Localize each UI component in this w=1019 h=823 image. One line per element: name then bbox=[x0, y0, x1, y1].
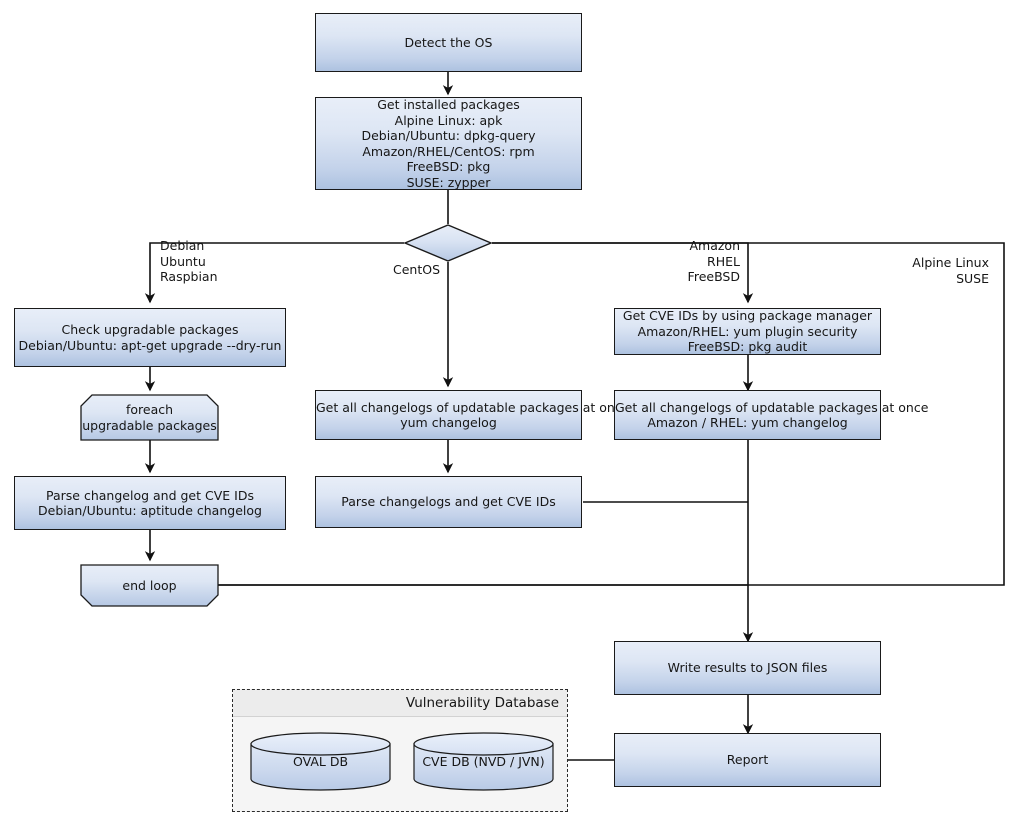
vulnerability-database-title: Vulnerability Database bbox=[405, 695, 559, 711]
cylinder-shape bbox=[250, 732, 391, 791]
text-line: Parse changelog and get CVE IDs bbox=[46, 487, 254, 503]
vulnerability-database-group: Vulnerability Database O bbox=[232, 689, 568, 812]
text-line: Get all changelogs of updatable packages… bbox=[316, 399, 630, 415]
text-line: Amazon bbox=[689, 238, 740, 253]
node-get-installed-packages[interactable]: Get installed packages Alpine Linux: apk… bbox=[315, 97, 582, 190]
text-line: Amazon/RHEL/CentOS: rpm bbox=[362, 143, 535, 159]
text-line: Amazon / RHEL: yum changelog bbox=[647, 415, 848, 430]
text-line: FreeBSD: pkg audit bbox=[687, 339, 808, 355]
node-parse-changelogs-centos-label: Parse changelogs and get CVE IDs bbox=[341, 494, 556, 510]
text-line: Raspbian bbox=[160, 269, 218, 284]
node-changelogs-amazon-label: Get all changelogs of updatable packages… bbox=[615, 399, 929, 431]
node-end-loop[interactable]: end loop bbox=[80, 564, 219, 607]
cylinder-shape bbox=[413, 732, 554, 791]
text-line: Debian bbox=[160, 238, 205, 253]
branch-label-centos: CentOS bbox=[330, 262, 440, 278]
node-detect-the-os[interactable]: Detect the OS bbox=[315, 13, 582, 72]
node-report[interactable]: Report bbox=[614, 733, 881, 787]
diamond-shape bbox=[403, 224, 493, 262]
foreach-shape bbox=[80, 394, 219, 441]
text-line: Amazon/RHEL: yum plugin security bbox=[637, 323, 858, 339]
node-get-installed-packages-label: Get installed packages Alpine Linux: apk… bbox=[316, 97, 581, 190]
db-cylinder-oval[interactable]: OVAL DB bbox=[250, 732, 391, 791]
text-line: foreach bbox=[125, 402, 174, 417]
node-check-upgradable-packages-label: Check upgradable packages Debian/Ubuntu:… bbox=[15, 322, 285, 353]
end-loop-shape bbox=[80, 564, 219, 607]
db-cylinder-cve-label: CVE DB (NVD / JVN) bbox=[422, 754, 545, 769]
text-line: Debian/Ubuntu: dpkg-query bbox=[361, 128, 536, 143]
branch-label-alpine: Alpine Linux SUSE bbox=[870, 255, 989, 286]
node-get-cve-ids-package-manager[interactable]: Get CVE IDs by using package manager Ama… bbox=[614, 308, 881, 355]
vulnerability-database-title-band bbox=[233, 690, 567, 717]
text-line: FreeBSD bbox=[687, 269, 740, 284]
text-line: Check upgradable packages bbox=[61, 322, 239, 337]
db-cylinder-cve[interactable]: CVE DB (NVD / JVN) bbox=[413, 732, 554, 791]
node-parse-changelog-debian-label: Parse changelog and get CVE IDs Debian/U… bbox=[15, 488, 285, 519]
node-write-results-json[interactable]: Write results to JSON files bbox=[614, 641, 881, 695]
text-line: Debian/Ubuntu: aptitude changelog bbox=[38, 503, 262, 518]
text-line: RHEL bbox=[707, 253, 740, 269]
node-write-results-json-label: Write results to JSON files bbox=[667, 660, 828, 676]
node-report-label: Report bbox=[726, 752, 769, 768]
text-line: Ubuntu bbox=[160, 253, 206, 269]
text-line: FreeBSD: pkg bbox=[406, 159, 491, 174]
text-line: Get all changelogs of updatable packages… bbox=[615, 399, 929, 415]
text-line: Debian/Ubuntu: apt-get upgrade --dry-run bbox=[18, 337, 282, 353]
text-line: SUSE: zypper bbox=[406, 174, 491, 190]
node-detect-the-os-label: Detect the OS bbox=[404, 34, 493, 50]
text-line: Get CVE IDs by using package manager bbox=[622, 308, 873, 324]
text-line: SUSE bbox=[956, 270, 989, 286]
node-foreach-upgradable-packages[interactable]: foreach upgradable packages bbox=[80, 394, 219, 441]
text-line: Alpine Linux: apk bbox=[394, 112, 503, 128]
node-parse-changelogs-centos[interactable]: Parse changelogs and get CVE IDs bbox=[315, 476, 582, 528]
node-parse-changelog-debian[interactable]: Parse changelog and get CVE IDs Debian/U… bbox=[14, 476, 286, 530]
node-changelogs-centos-label: Get all changelogs of updatable packages… bbox=[316, 399, 630, 431]
branch-label-amazon: Amazon RHEL FreeBSD bbox=[620, 238, 740, 285]
branch-label-debian: Debian Ubuntu Raspbian bbox=[160, 238, 218, 285]
node-end-loop-label: end loop bbox=[122, 577, 177, 593]
text-line: upgradable packages bbox=[82, 417, 217, 433]
db-cylinder-oval-label: OVAL DB bbox=[292, 754, 349, 769]
node-changelogs-centos[interactable]: Get all changelogs of updatable packages… bbox=[315, 390, 630, 440]
node-os-decision[interactable] bbox=[403, 224, 493, 262]
node-check-upgradable-packages[interactable]: Check upgradable packages Debian/Ubuntu:… bbox=[14, 308, 286, 367]
node-foreach-upgradable-packages-label: foreach upgradable packages bbox=[80, 402, 219, 433]
node-get-cve-ids-package-manager-label: Get CVE IDs by using package manager Ama… bbox=[615, 308, 880, 355]
text-line: Get installed packages bbox=[377, 97, 520, 112]
text-line: Alpine Linux bbox=[912, 255, 989, 270]
text-line: CentOS bbox=[392, 262, 440, 277]
node-changelogs-amazon[interactable]: Get all changelogs of updatable packages… bbox=[614, 390, 929, 440]
text-line: yum changelog bbox=[400, 415, 497, 430]
